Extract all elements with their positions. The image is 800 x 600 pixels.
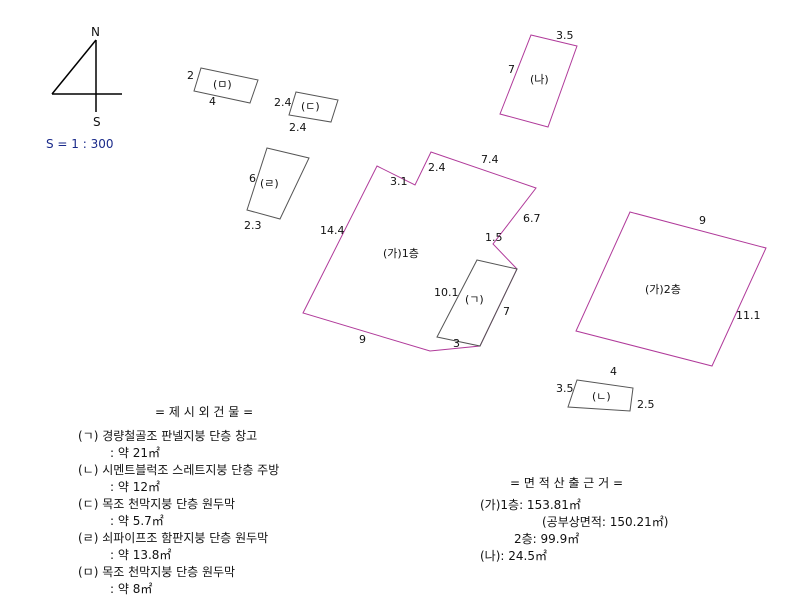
building-na-outline [499, 34, 578, 128]
dim-label: 2.4 [289, 121, 307, 134]
dim-label: 1.5 [485, 231, 503, 244]
dim-label: 2.4 [274, 96, 292, 109]
area-calc-line: (공부상면적: 150.21㎡) [542, 515, 669, 529]
dim-label: 2.3 [244, 219, 262, 232]
legend-item-area: : 약 5.7㎡ [110, 514, 164, 528]
legend-item: (ㄱ) 경량철골조 판넬지붕 단층 창고 [78, 429, 258, 443]
building-rieul-outline [246, 147, 310, 220]
legend-item-area: : 약 21㎡ [110, 446, 160, 460]
building-ga-2f-outline [575, 211, 767, 367]
building-digeut-outline [288, 91, 339, 123]
legend-item-area: : 약 13.8㎡ [110, 548, 172, 562]
legend-item: (ㄷ) 목조 천막지붕 단층 원두막 [78, 497, 236, 511]
dim-label: 2 [187, 69, 194, 82]
building-nieun-label: (ㄴ) [592, 390, 611, 403]
area-calc-list: (가)1층: 153.81㎡ (공부상면적: 150.21㎡) 2층: 99.9… [480, 497, 668, 565]
building-mieum-outline [193, 67, 259, 104]
area-calc-title: = 면 적 산 출 근 거 = [510, 476, 624, 490]
dim-label: 7.4 [481, 153, 499, 166]
building-giyeok-label: (ㄱ) [465, 293, 484, 306]
building-nieun-outline [567, 379, 634, 412]
dim-label: 2.4 [428, 161, 446, 174]
dim-label: 4 [209, 95, 216, 108]
scale-label: S = 1 : 300 [46, 137, 114, 151]
building-ga-1f-label: (가)1층 [383, 247, 419, 260]
dim-label: 3 [453, 337, 460, 350]
north-arrow-icon [51, 39, 122, 112]
legend-item: (ㄹ) 쇠파이프조 함판지붕 단층 원두막 [78, 531, 269, 545]
building-giyeok-outline [436, 259, 518, 347]
compass-south-label: S [93, 115, 101, 129]
legend-item: (ㄴ) 시멘트블럭조 스레트지붕 단층 주방 [78, 463, 280, 477]
dim-label: 7 [503, 305, 510, 318]
dim-label: 3.1 [390, 175, 408, 188]
area-calc-line: (가)1층: 153.81㎡ [480, 498, 581, 512]
legend-item-area: : 약 12㎡ [110, 480, 160, 494]
legend-title: = 제 시 외 건 물 = [155, 405, 254, 419]
dim-label: 9 [699, 214, 706, 227]
dim-label: 14.4 [320, 224, 345, 237]
legend-list: (ㄱ) 경량철골조 판넬지붕 단층 창고 : 약 21㎡ (ㄴ) 시멘트블럭조 … [78, 428, 279, 598]
legend-item: (ㅁ) 목조 천막지붕 단층 원두막 [78, 565, 236, 579]
dim-label: 6.7 [523, 212, 541, 225]
area-calc-line: (나): 24.5㎡ [480, 549, 547, 563]
building-mieum-label: (ㅁ) [213, 78, 232, 91]
dim-label: 9 [359, 333, 366, 346]
building-rieul-label: (ㄹ) [260, 177, 279, 190]
dim-label: 4 [610, 365, 617, 378]
dim-label: 10.1 [434, 286, 459, 299]
dim-label: 3.5 [556, 382, 574, 395]
dim-label: 6 [249, 172, 256, 185]
building-na-label: (나) [530, 73, 549, 86]
dim-label: 3.5 [556, 29, 574, 42]
building-ga-1f-outline [302, 151, 537, 352]
dim-label: 11.1 [736, 309, 761, 322]
dim-label: 2.5 [637, 398, 655, 411]
building-ga-2f-label: (가)2층 [645, 283, 681, 296]
legend-item-area: : 약 8㎡ [110, 582, 153, 596]
building-digeut-label: (ㄷ) [301, 100, 320, 113]
compass-north-label: N [91, 25, 100, 39]
area-calc-line: 2층: 99.9㎡ [514, 532, 580, 546]
dim-label: 7 [508, 63, 515, 76]
